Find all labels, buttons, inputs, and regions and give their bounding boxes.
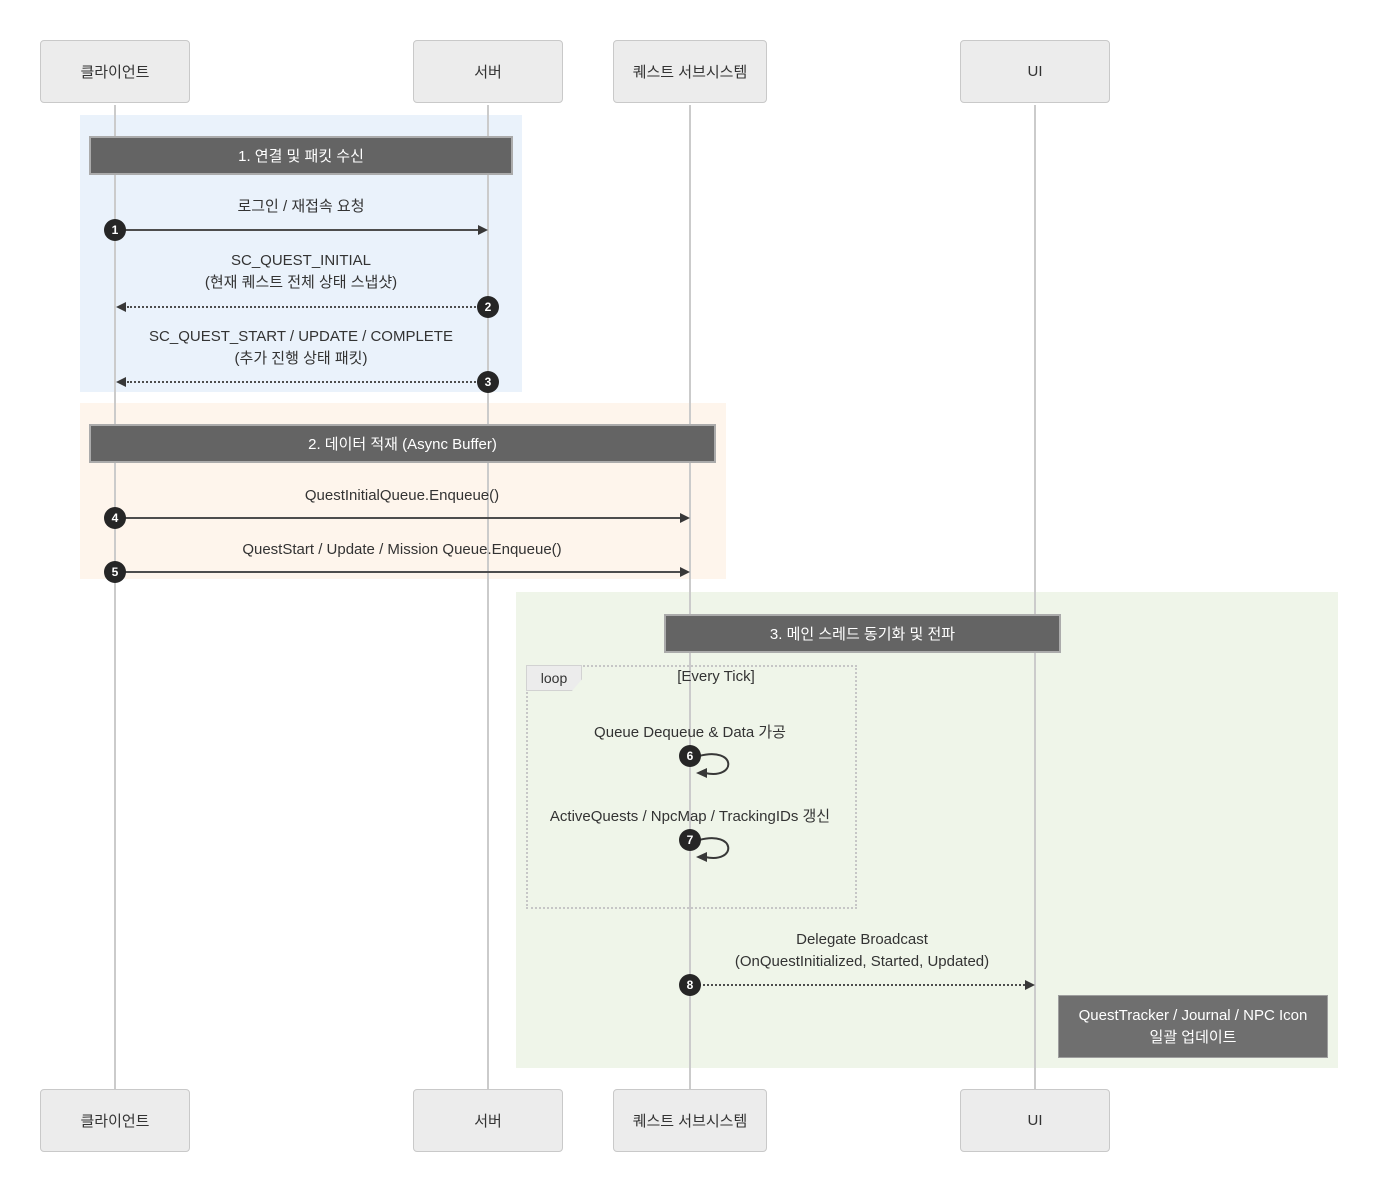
- participant-label: 서버: [474, 1113, 502, 1130]
- participant-label: 클라이언트: [80, 1113, 150, 1130]
- message-2-label: SC_QUEST_INITIAL (현재 퀘스트 전체 상태 스냅샷): [205, 250, 397, 294]
- message-6-number-badge: 6: [679, 745, 701, 767]
- message-8-line1: Delegate Broadcast: [796, 931, 928, 948]
- lifeline-quest-subsystem: [689, 105, 691, 1090]
- participant-server-bottom: 서버: [413, 1089, 563, 1152]
- section2-title-bar: 2. 데이터 적재 (Async Buffer): [89, 424, 716, 463]
- lifeline-ui: [1034, 105, 1036, 1090]
- message-2-line2: (현재 퀘스트 전체 상태 스냅샷): [204, 274, 398, 291]
- message-2-arrow: [127, 306, 488, 308]
- message-7-label: ActiveQuests / NpcMap / TrackingIDs 갱신: [549, 808, 831, 825]
- message-5-number-badge: 5: [104, 561, 126, 583]
- message-8-arrowhead-icon: [1025, 980, 1035, 990]
- message-3-line1: SC_QUEST_START / UPDATE / COMPLETE: [149, 328, 453, 345]
- message-4-number-badge: 4: [104, 507, 126, 529]
- participant-label: 퀘스트 서브시스템: [632, 64, 748, 81]
- message-2-arrowhead-icon: [116, 302, 126, 312]
- participant-quest-subsystem-top: 퀘스트 서브시스템: [613, 40, 767, 103]
- message-8-number-badge: 8: [679, 974, 701, 996]
- message-5-label: QuestStart / Update / Mission Queue.Enqu…: [242, 541, 562, 558]
- message-3-arrowhead-icon: [116, 377, 126, 387]
- section-title: 1. 연결 및 패킷 수신: [238, 148, 364, 165]
- message-7-number-badge: 7: [679, 829, 701, 851]
- message-7-selfloop-arrow: [696, 837, 730, 862]
- message-2-line1: SC_QUEST_INITIAL: [230, 252, 372, 269]
- participant-label: UI: [1027, 1112, 1043, 1129]
- loop-label: loop: [540, 670, 568, 686]
- message-1-arrowhead-icon: [478, 225, 488, 235]
- participant-label: 퀘스트 서브시스템: [632, 1113, 748, 1130]
- message-4-arrowhead-icon: [680, 513, 690, 523]
- message-5-arrow: [115, 571, 680, 573]
- phase3-background: [516, 592, 1338, 1068]
- message-1-number-badge: 1: [104, 219, 126, 241]
- message-6-label: Queue Dequeue & Data 가공: [594, 724, 786, 741]
- participant-client-bottom: 클라이언트: [40, 1089, 190, 1152]
- lifeline-client: [114, 105, 116, 1090]
- participant-label: 서버: [474, 64, 502, 81]
- participant-client-top: 클라이언트: [40, 40, 190, 103]
- message-3-arrow: [127, 381, 488, 383]
- note-line1: QuestTracker / Journal / NPC Icon: [1078, 1006, 1308, 1024]
- message-5-arrowhead-icon: [680, 567, 690, 577]
- participant-ui-top: UI: [960, 40, 1110, 103]
- loop-frame: [526, 665, 857, 909]
- participant-ui-bottom: UI: [960, 1089, 1110, 1152]
- participant-quest-subsystem-bottom: 퀘스트 서브시스템: [613, 1089, 767, 1152]
- message-8-line2: (OnQuestInitialized, Started, Updated): [734, 953, 990, 970]
- message-3-number-badge: 3: [477, 371, 499, 393]
- loop-label-tab: loop: [526, 665, 582, 691]
- message-1-arrow: [115, 229, 479, 231]
- ui-update-note: QuestTracker / Journal / NPC Icon 일괄 업데이…: [1058, 995, 1328, 1058]
- lifeline-server: [487, 105, 489, 1090]
- participant-label: UI: [1027, 63, 1043, 80]
- message-2-number-badge: 2: [477, 296, 499, 318]
- note-line2: 일괄 업데이트: [1149, 1028, 1237, 1046]
- section1-title-bar: 1. 연결 및 패킷 수신: [89, 136, 513, 175]
- message-4-arrow: [115, 517, 680, 519]
- message-4-label: QuestInitialQueue.Enqueue(): [304, 487, 500, 504]
- participant-server-top: 서버: [413, 40, 563, 103]
- participant-label: 클라이언트: [80, 64, 150, 81]
- message-3-line2: (추가 진행 상태 패킷): [234, 350, 368, 367]
- message-6-selfloop-arrow: [696, 753, 730, 778]
- message-8-arrow: [690, 984, 1025, 986]
- section3-title-bar: 3. 메인 스레드 동기화 및 전파: [664, 614, 1061, 653]
- message-3-label: SC_QUEST_START / UPDATE / COMPLETE (추가 진…: [149, 326, 453, 370]
- section-title: 2. 데이터 적재 (Async Buffer): [308, 436, 497, 453]
- message-8-label: Delegate Broadcast (OnQuestInitialized, …: [735, 929, 989, 973]
- loop-condition: [Every Tick]: [677, 668, 755, 685]
- section-title: 3. 메인 스레드 동기화 및 전파: [769, 626, 956, 643]
- message-1-label: 로그인 / 재접속 요청: [237, 198, 365, 215]
